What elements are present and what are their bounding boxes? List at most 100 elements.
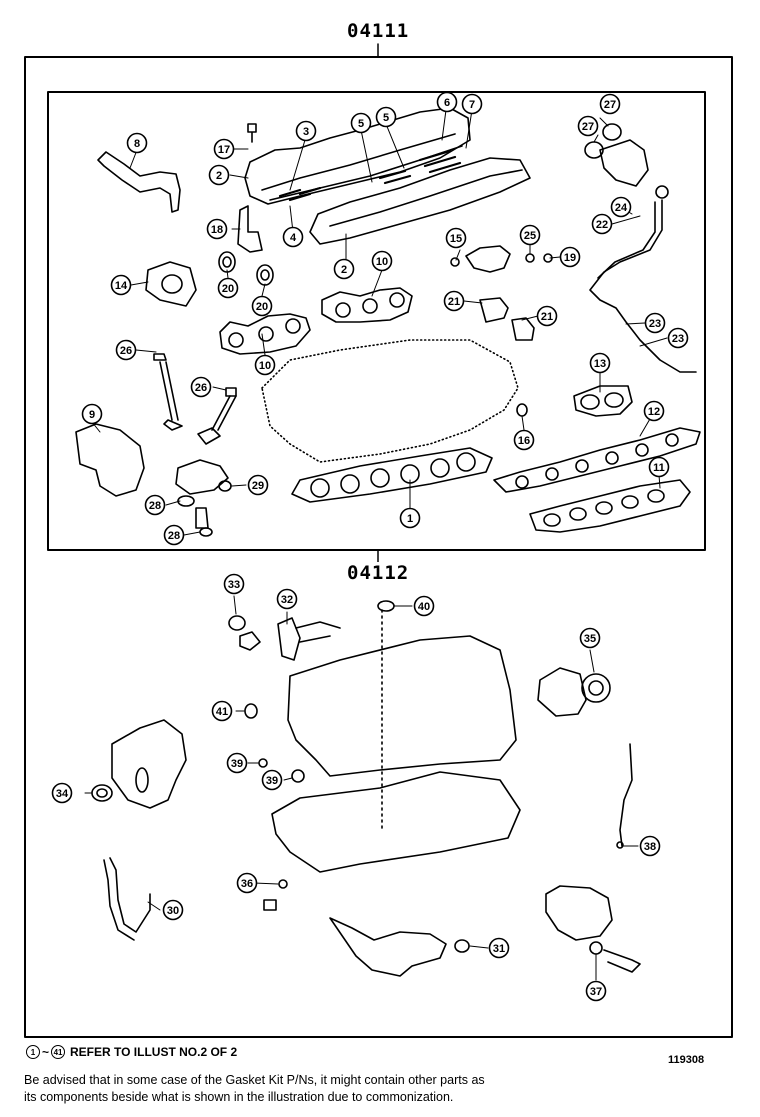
callout-24: 24 — [610, 196, 632, 218]
svg-text:2: 2 — [341, 264, 347, 276]
svg-text:25: 25 — [524, 230, 536, 242]
svg-text:32: 32 — [281, 594, 293, 606]
callout-5: 5 — [375, 106, 397, 128]
range-end-badge: 41 — [51, 1045, 66, 1059]
svg-text:28: 28 — [149, 500, 161, 512]
svg-text:39: 39 — [266, 775, 278, 787]
callout-15: 15 — [445, 227, 467, 249]
svg-text:12: 12 — [648, 406, 660, 418]
callout-31: 31 — [488, 937, 510, 959]
svg-text:14: 14 — [115, 280, 128, 292]
svg-text:6: 6 — [444, 97, 450, 109]
callout-12: 12 — [643, 400, 665, 422]
svg-text:38: 38 — [644, 841, 656, 853]
svg-text:24: 24 — [615, 202, 628, 214]
outer-frame — [24, 43, 733, 1038]
svg-text:3: 3 — [303, 126, 309, 138]
callout-39: 39 — [261, 769, 283, 791]
callout-41: 41 — [211, 700, 233, 722]
callout-21: 21 — [443, 290, 465, 312]
callout-27: 27 — [599, 93, 621, 115]
callout-37: 37 — [585, 980, 607, 1002]
callout-13: 13 — [589, 352, 611, 374]
range-tilde: ~ — [42, 1045, 50, 1059]
callout-3: 3 — [295, 120, 317, 142]
callout-20: 20 — [217, 277, 239, 299]
callout-21: 21 — [536, 305, 558, 327]
svg-text:26: 26 — [120, 345, 132, 357]
callout-23: 23 — [667, 327, 689, 349]
callout-34: 34 — [51, 782, 73, 804]
callout-22: 22 — [591, 213, 613, 235]
range-start-badge: 1 — [26, 1045, 40, 1059]
disclaimer: Be advised that in some case of the Gask… — [24, 1072, 744, 1106]
refer-text: REFER TO ILLUST NO.2 OF 2 — [70, 1045, 238, 1059]
svg-text:20: 20 — [222, 283, 234, 295]
svg-text:22: 22 — [596, 219, 608, 231]
svg-text:11: 11 — [653, 462, 665, 474]
callout-36: 36 — [236, 872, 258, 894]
svg-text:26: 26 — [195, 382, 207, 394]
svg-text:18: 18 — [211, 224, 223, 236]
callout-6: 6 — [436, 91, 458, 113]
svg-text:29: 29 — [252, 480, 264, 492]
callout-2: 2 — [208, 164, 230, 186]
callout-28: 28 — [163, 524, 185, 546]
svg-text:7: 7 — [469, 99, 475, 111]
callout-23: 23 — [644, 312, 666, 334]
callout-29: 29 — [247, 474, 269, 496]
svg-text:20: 20 — [256, 301, 268, 313]
svg-text:28: 28 — [168, 530, 180, 542]
svg-text:16: 16 — [518, 435, 530, 447]
svg-text:34: 34 — [56, 788, 69, 800]
callout-10: 10 — [371, 250, 393, 272]
callout-16: 16 — [513, 429, 535, 451]
callout-38: 38 — [639, 835, 661, 857]
inner-frame — [47, 91, 706, 563]
group-code-lower: 04112 — [345, 562, 412, 584]
svg-text:41: 41 — [216, 706, 228, 718]
svg-text:5: 5 — [383, 112, 389, 124]
svg-text:27: 27 — [604, 99, 616, 111]
callout-7: 7 — [461, 93, 483, 115]
svg-text:35: 35 — [584, 633, 596, 645]
callout-32: 32 — [276, 588, 298, 610]
svg-text:21: 21 — [541, 311, 553, 323]
svg-text:2: 2 — [216, 170, 222, 182]
svg-text:36: 36 — [241, 878, 253, 890]
leader-lines — [84, 109, 668, 981]
svg-text:4: 4 — [290, 232, 297, 244]
svg-text:10: 10 — [259, 360, 271, 372]
callout-39: 39 — [226, 752, 248, 774]
callout-5: 5 — [350, 112, 372, 134]
callout-35: 35 — [579, 627, 601, 649]
svg-text:21: 21 — [448, 296, 460, 308]
svg-text:1: 1 — [407, 513, 413, 525]
callout-33: 33 — [223, 573, 245, 595]
svg-text:40: 40 — [418, 601, 430, 613]
callout-26: 26 — [115, 339, 137, 361]
part-drawings-lower — [91, 600, 641, 977]
callout-10: 10 — [254, 354, 276, 376]
part-drawings-upper — [75, 107, 701, 537]
svg-text:27: 27 — [582, 121, 594, 133]
callout-27: 27 — [577, 115, 599, 137]
callout-20: 20 — [251, 295, 273, 317]
callout-11: 11 — [648, 456, 670, 478]
svg-text:33: 33 — [228, 579, 240, 591]
svg-text:23: 23 — [672, 333, 684, 345]
svg-text:5: 5 — [358, 118, 364, 130]
callout-19: 19 — [559, 246, 581, 268]
svg-text:31: 31 — [493, 943, 505, 955]
svg-text:17: 17 — [218, 144, 230, 156]
callout-8: 8 — [126, 132, 148, 154]
callout-4: 4 — [282, 226, 304, 248]
callout-9: 9 — [81, 403, 103, 425]
callout-1: 1 — [399, 507, 421, 529]
callout-26: 26 — [190, 376, 212, 398]
callout-18: 18 — [206, 218, 228, 240]
svg-text:10: 10 — [376, 256, 388, 268]
callout-25: 25 — [519, 224, 541, 246]
svg-text:13: 13 — [594, 358, 606, 370]
